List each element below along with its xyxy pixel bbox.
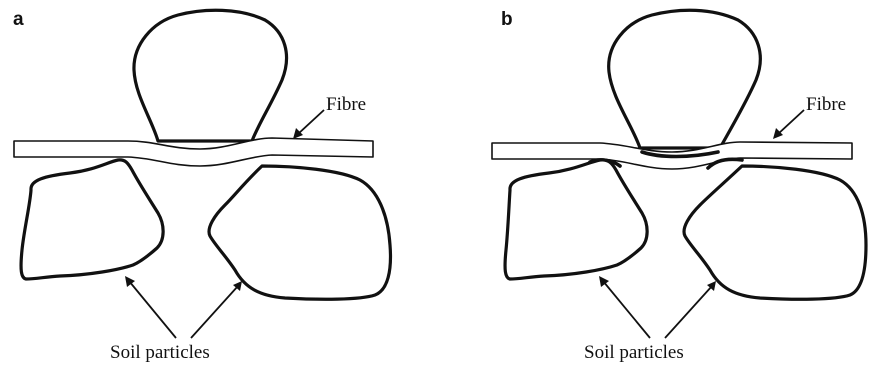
soil-arrow-right-b xyxy=(665,286,712,338)
fibre-label-a: Fibre xyxy=(326,94,366,115)
panel-a: a Fibre Soil particles xyxy=(13,9,390,363)
soil-arrow-left-b xyxy=(603,281,650,338)
soil-arrow-right-a xyxy=(191,286,238,338)
soil-particles-label-b: Soil particles xyxy=(584,342,684,363)
panel-b: b Fibre Soil particles xyxy=(492,9,866,363)
fibre-arrow-b xyxy=(778,110,804,134)
soil-particles-label-a: Soil particles xyxy=(110,342,210,363)
top-soil-particle-a xyxy=(134,10,287,141)
bottom-left-soil-particle-b xyxy=(505,160,647,279)
panel-a-letter: a xyxy=(13,9,24,30)
bottom-right-soil-particle-b xyxy=(684,166,866,299)
top-soil-particle-b xyxy=(609,10,761,148)
bottom-right-soil-particle-a xyxy=(209,166,390,299)
bottom-left-soil-particle-a xyxy=(21,160,163,279)
fibre-label-b: Fibre xyxy=(806,94,846,115)
panel-b-letter: b xyxy=(501,9,513,30)
fibre-arrow-a xyxy=(298,110,324,134)
soil-arrow-left-a xyxy=(129,281,176,338)
